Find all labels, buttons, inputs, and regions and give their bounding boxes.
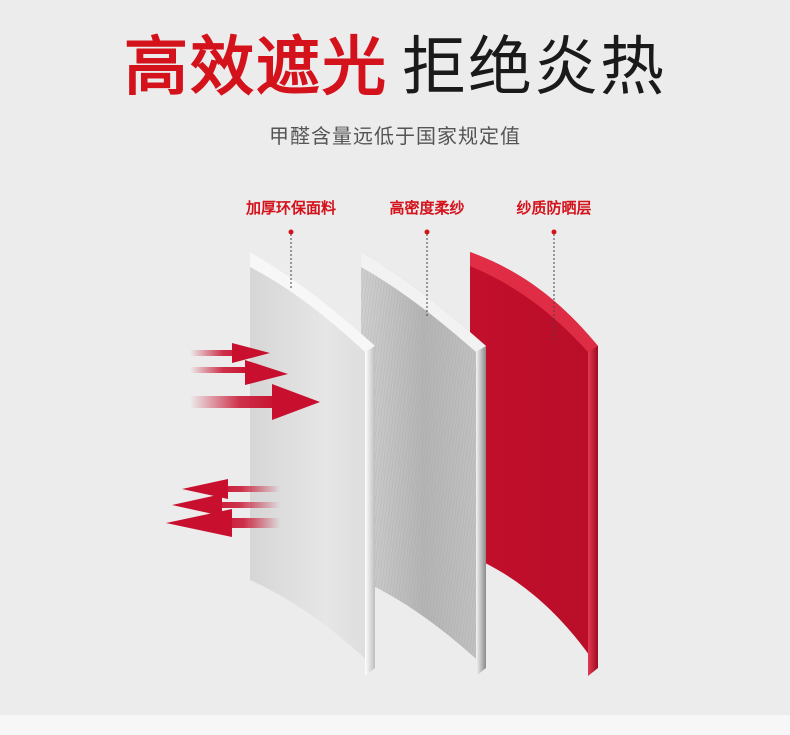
sheer-layer <box>361 252 486 676</box>
arrow-left-icon <box>166 509 280 537</box>
reflected-heat-arrows <box>166 479 280 537</box>
layer-label-sunscreen: 纱质防晒层 <box>516 199 592 217</box>
page-subtitle: 甲醛含量远低于国家规定值 <box>269 124 521 148</box>
layer-label-sheer: 高密度柔纱 <box>389 199 465 217</box>
fabric-layer <box>250 252 375 676</box>
page-title: 高效遮光拒绝炎热 <box>0 26 790 110</box>
arrow-left-icon <box>182 479 280 499</box>
label-leaders <box>290 234 555 340</box>
sunscreen-layer <box>470 252 598 676</box>
leader-dot-fabric <box>288 229 294 235</box>
arrow-right-icon <box>190 343 270 363</box>
leader-dot-sunscreen <box>551 229 557 235</box>
arrow-right-icon <box>190 384 320 420</box>
title-highlight: 高效遮光 <box>124 31 388 105</box>
arrow-left-icon <box>172 494 280 516</box>
layer-label-fabric: 加厚环保面料 <box>245 199 337 217</box>
incoming-heat-arrows <box>190 343 320 420</box>
arrow-right-icon <box>190 360 288 385</box>
footer-band <box>0 715 790 735</box>
leader-dot-sheer <box>424 229 430 235</box>
title-rest: 拒绝炎热 <box>402 31 666 105</box>
